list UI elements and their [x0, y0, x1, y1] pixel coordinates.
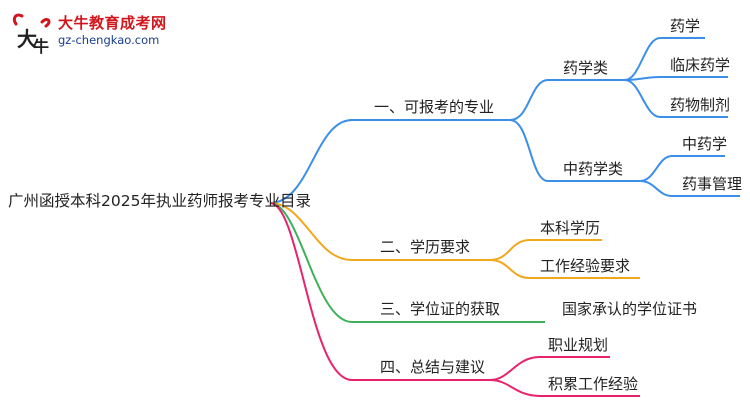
link-root-branch-3: [269, 202, 545, 323]
leaf-3-1[interactable]: 国家承认的学位证书: [562, 300, 698, 318]
link-root-branch-2: [269, 202, 490, 261]
branch-2-label[interactable]: 二、学历要求: [380, 238, 471, 256]
leaf-1-1-2[interactable]: 临床药学: [670, 56, 731, 74]
leaf-1-1-3[interactable]: 药物制剂: [670, 96, 731, 114]
logo-url: gz-chengkao.com: [58, 33, 160, 47]
svg-text:牛: 牛: [33, 37, 49, 56]
link-branch-2-leaf-2: [489, 259, 640, 279]
link-root-branch-4: [269, 202, 490, 381]
leaf-2-1[interactable]: 本科学历: [540, 219, 601, 237]
link-root-branch-1: [269, 119, 510, 204]
sub-1-label[interactable]: 药学类: [563, 59, 609, 77]
leaf-1-2-1[interactable]: 中药学: [682, 135, 728, 153]
link-branch-1-sub-1: [509, 79, 625, 121]
leaf-4-1[interactable]: 职业规划: [548, 336, 609, 354]
leaf-1-2-2[interactable]: 药事管理: [682, 175, 743, 193]
link-branch-4-leaf-1: [489, 356, 610, 381]
branch-3-label[interactable]: 三、学位证的获取: [380, 300, 501, 318]
link-sub-2-leaf-1: [639, 155, 725, 182]
logo-title: 大牛教育成考网: [58, 14, 167, 32]
link-branch-1-sub-2: [509, 119, 640, 182]
link-sub-2-leaf-2: [639, 180, 740, 197]
leaf-2-2[interactable]: 工作经验要求: [540, 257, 631, 275]
link-sub-1-leaf-3: [624, 79, 728, 118]
svg-text:大: 大: [17, 27, 37, 51]
branch-4-label[interactable]: 四、总结与建议: [380, 358, 486, 376]
leaf-4-2[interactable]: 积累工作经验: [548, 375, 639, 393]
site-logo[interactable]: 大 牛 大牛教育成考网 gz-chengkao.com: [8, 10, 198, 58]
leaf-1-1-1[interactable]: 药学: [670, 17, 701, 35]
link-sub-1-leaf-2: [624, 76, 728, 81]
branch-1-label[interactable]: 一、可报考的专业: [374, 98, 495, 116]
link-sub-1-leaf-1: [624, 37, 705, 81]
sub-2-label[interactable]: 中药学类: [563, 160, 624, 178]
link-branch-4-leaf-2: [489, 379, 640, 397]
link-branch-2-leaf-1: [489, 239, 602, 261]
root-topic[interactable]: 广州函授本科2025年执业药师报考专业目录: [8, 192, 311, 210]
bull-logo-icon: 大 牛: [12, 13, 51, 56]
